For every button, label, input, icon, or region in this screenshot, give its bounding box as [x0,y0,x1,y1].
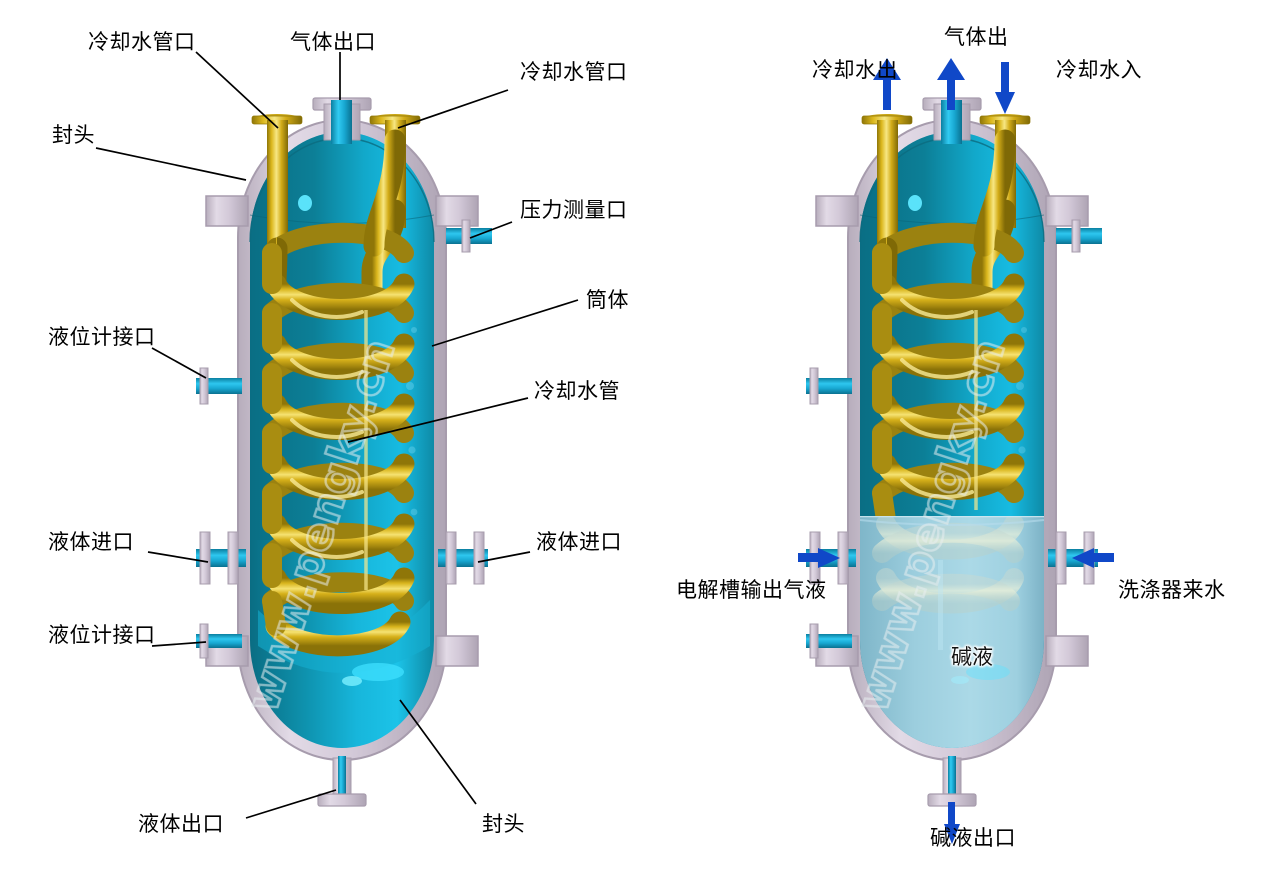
pressure-measure-nozzle [446,219,492,253]
label-cooling-water-in: 冷却水入 [1056,58,1142,82]
level-gauge-nozzle-lower [196,623,242,659]
alkali-outlet-nozzle [927,756,977,807]
left-vessel [196,97,492,807]
label-head-bottom: 封头 [482,812,525,836]
label-alkali-liquid: 碱液 [951,645,993,669]
arrow-electrolyzer-in [798,548,840,568]
coil-leg-right-right-vessel [973,129,1016,257]
arrow-gas-out [937,58,965,110]
gas-outlet-nozzle [312,97,372,144]
arrow-cooling-water-in [995,62,1015,114]
leader-lines-left [95,51,579,819]
label-head-top: 封头 [52,123,95,147]
label-pressure-measure-port: 压力测量口 [520,198,628,222]
label-cooling-water-out: 冷却水出 [812,58,898,82]
gas-out-nozzle-right [922,97,982,144]
shell-flange-upper-right [815,195,1089,227]
label-cooling-water-pipe: 冷却水管 [534,379,620,403]
coil-leg-right [363,129,406,257]
level-nozzle-lower-right-vessel [806,623,852,659]
label-level-gauge-port-upper: 液位计接口 [48,325,156,349]
label-liquid-inlet-right: 液体进口 [536,530,622,554]
flow-arrows [798,58,1114,844]
liquid-inlet-nozzle-right [438,531,488,585]
level-gauge-nozzle-upper [196,367,242,405]
arrow-scrubber-water-in [1072,548,1114,568]
arrow-cooling-water-out [873,58,901,110]
label-scrubber-water-in: 洗涤器来水 [1118,578,1226,602]
label-cooling-water-pipe-port-left: 冷却水管口 [88,30,196,54]
label-gas-outlet: 气体出口 [290,30,376,54]
label-shell-body: 筒体 [586,288,629,312]
label-electrolyzer-gas-liquid-in: 电解槽输出气液 [676,578,827,602]
liquid-outlet-nozzle [317,756,367,807]
label-liquid-outlet: 液体出口 [138,812,224,836]
right-vessel [806,97,1102,807]
label-level-gauge-port-lower: 液位计接口 [48,623,156,647]
label-cooling-water-pipe-port-right: 冷却水管口 [520,60,628,84]
label-gas-out: 气体出 [944,25,1009,49]
shell-flange-upper [205,195,479,227]
pressure-nozzle-right-vessel [1056,219,1102,253]
label-liquid-inlet-left: 液体进口 [48,530,134,554]
label-alkali-outlet: 碱液出口 [930,826,1016,850]
level-nozzle-upper-right-vessel [806,367,852,405]
arrow-alkali-outlet [944,802,960,844]
cooling-coil-right [872,199,1025,531]
liquid-inlet-nozzle-left [196,531,246,585]
alkali-liquid-fill [859,516,1045,748]
